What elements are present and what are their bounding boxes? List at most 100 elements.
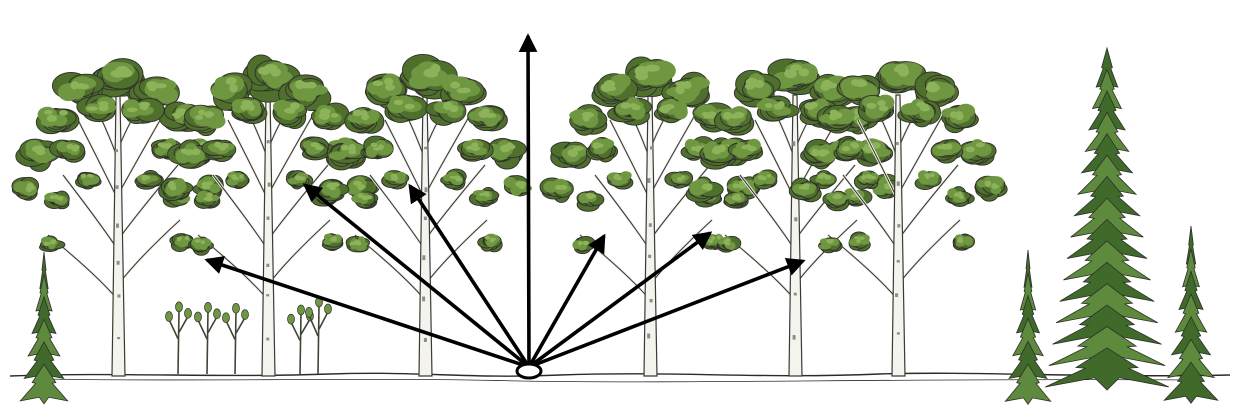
leaf-cluster xyxy=(503,175,532,197)
leaf-cluster xyxy=(158,177,194,201)
leaf-cluster xyxy=(809,170,837,190)
light-arrow xyxy=(527,231,713,369)
leaf-cluster xyxy=(752,169,778,190)
sapling xyxy=(165,301,192,375)
light-direction-arrows xyxy=(204,33,806,369)
leaf-cluster xyxy=(727,138,764,162)
leaf-cluster xyxy=(569,104,608,136)
leaf-cluster xyxy=(941,103,979,134)
leaf-cluster xyxy=(457,138,494,162)
leaf-cluster xyxy=(440,168,467,191)
leaf-cluster xyxy=(39,235,66,252)
leaf-cluster xyxy=(477,233,503,253)
leaf-cluster xyxy=(572,235,596,255)
leaf-cluster xyxy=(664,170,694,189)
conifer-tree xyxy=(1004,249,1052,405)
birch-tree xyxy=(788,61,1008,377)
leaf-cluster xyxy=(822,190,850,212)
light-arrow xyxy=(527,233,606,368)
leaf-cluster xyxy=(210,72,253,112)
leaf-cluster xyxy=(591,73,638,108)
leaf-cluster xyxy=(952,233,976,251)
leaf-cluster xyxy=(345,175,380,198)
leaf-cluster xyxy=(225,171,250,189)
leaf-cluster xyxy=(44,190,70,210)
ground-line xyxy=(9,372,1231,383)
leaf-cluster xyxy=(716,235,742,253)
leaf-cluster xyxy=(714,106,755,136)
leaf-cluster xyxy=(897,98,941,128)
leaf-cluster xyxy=(11,176,40,201)
leaf-cluster xyxy=(310,102,350,131)
light-arrow xyxy=(518,33,538,368)
leaf-cluster xyxy=(539,177,574,203)
leaf-cluster xyxy=(853,170,879,190)
leaf-cluster xyxy=(486,138,527,170)
leaf-cluster xyxy=(399,53,458,100)
leaf-cluster xyxy=(344,106,385,134)
leaf-cluster xyxy=(384,94,428,124)
leaf-cluster xyxy=(381,170,410,190)
birch-tree xyxy=(158,54,380,377)
leaf-cluster xyxy=(351,191,379,209)
birch-tree xyxy=(318,53,532,377)
leaf-cluster xyxy=(440,74,487,107)
leaf-cluster xyxy=(914,170,942,190)
leaf-cluster xyxy=(974,175,1008,202)
leaf-cluster xyxy=(788,177,822,203)
leaf-cluster xyxy=(121,97,165,125)
arrow-origin-ellipse xyxy=(515,362,543,380)
leaf-cluster xyxy=(278,74,332,112)
leaf-cluster xyxy=(685,176,724,203)
leaf-cluster xyxy=(201,139,237,163)
leaf-cluster xyxy=(327,141,371,171)
light-arrow xyxy=(408,183,531,368)
leaf-cluster xyxy=(857,94,895,123)
leaf-cluster xyxy=(318,178,350,202)
birch-trees-group xyxy=(11,53,1008,377)
leaf-cluster xyxy=(75,171,102,190)
leaf-cluster xyxy=(345,235,371,253)
light-arrow xyxy=(302,183,531,369)
leaf-cluster xyxy=(272,99,308,130)
leaf-cluster xyxy=(800,138,836,170)
leaf-cluster xyxy=(723,191,749,209)
saplings-group xyxy=(165,296,332,375)
leaf-cluster xyxy=(756,95,800,122)
leaf-cluster xyxy=(606,171,634,190)
leaf-cluster xyxy=(930,139,964,164)
leaf-cluster xyxy=(425,99,467,126)
leaf-cluster xyxy=(914,71,960,110)
leaf-cluster xyxy=(653,97,688,124)
conifer-tree xyxy=(1163,225,1219,404)
leaf-cluster xyxy=(299,136,336,161)
leaf-cluster xyxy=(816,104,855,134)
leaf-cluster xyxy=(945,186,975,207)
leaf-cluster xyxy=(468,186,500,208)
sapling xyxy=(194,302,221,375)
leaf-cluster xyxy=(49,139,86,163)
leaf-cluster xyxy=(169,233,195,253)
leaf-cluster xyxy=(576,190,605,212)
light-arrow xyxy=(528,258,806,369)
leaf-cluster xyxy=(285,170,314,190)
leaf-cluster xyxy=(833,135,865,161)
conifer-trees-group xyxy=(19,46,1219,405)
leaf-cluster xyxy=(231,96,268,125)
leaf-cluster xyxy=(360,135,394,160)
leaf-cluster xyxy=(818,237,843,254)
leaf-cluster xyxy=(188,236,214,256)
leaf-cluster xyxy=(193,190,221,209)
leaf-cluster xyxy=(127,76,180,106)
leaf-cluster xyxy=(550,141,592,169)
leaf-cluster xyxy=(467,105,508,132)
leaf-cluster xyxy=(959,139,997,166)
leaf-cluster xyxy=(607,96,652,126)
leaf-cluster xyxy=(848,231,871,252)
conifer-tree xyxy=(1045,46,1169,391)
sapling xyxy=(305,296,332,375)
leaf-cluster xyxy=(321,233,344,251)
light-arrow xyxy=(204,256,530,369)
leaf-cluster xyxy=(76,93,117,123)
